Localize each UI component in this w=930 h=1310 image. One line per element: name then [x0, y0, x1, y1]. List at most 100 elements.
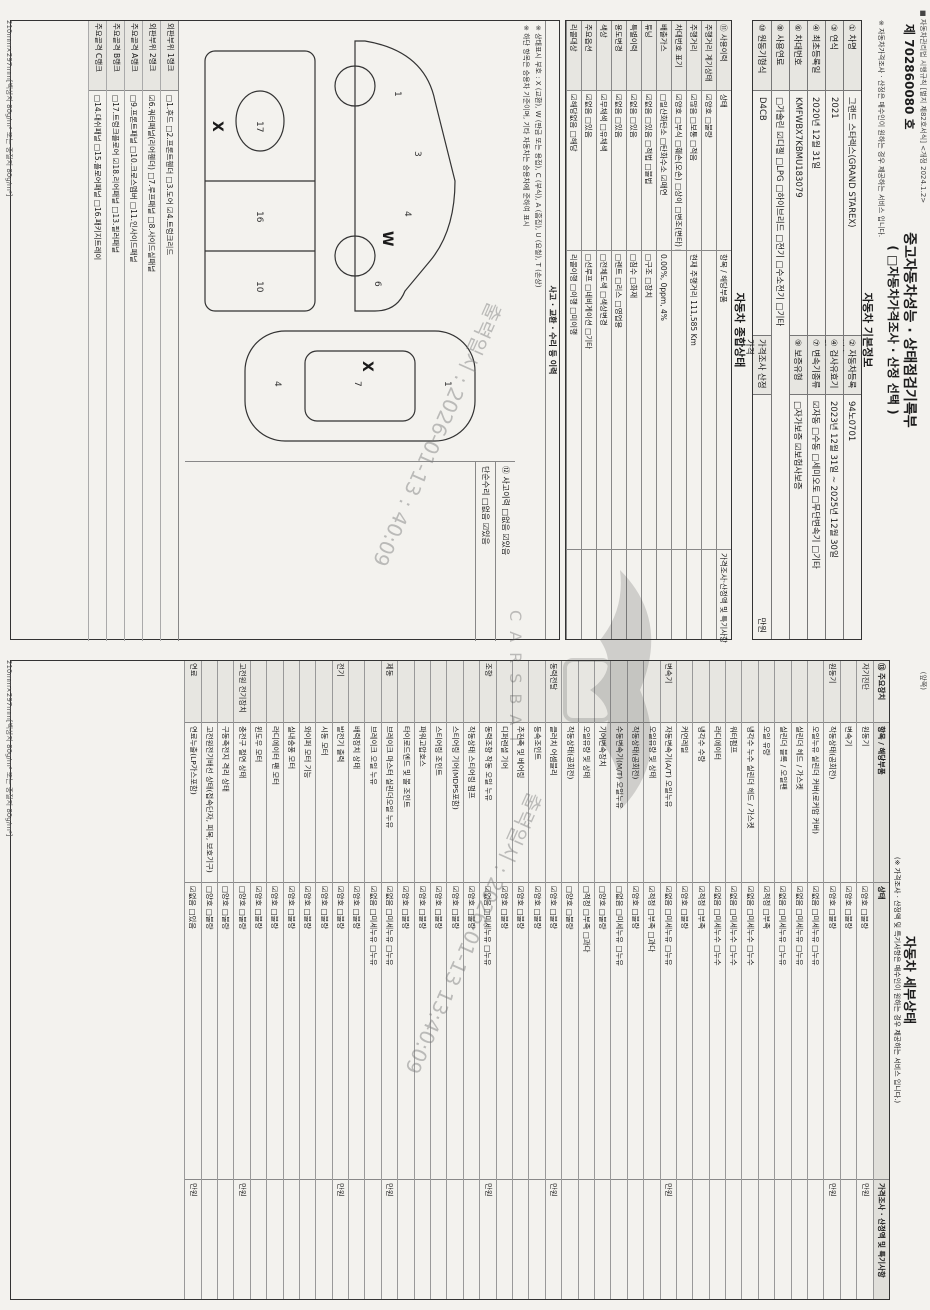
overall-row: 용도변경☑없음 □있음□렌트 □리스 □영업용 — [611, 21, 626, 639]
svg-text:17: 17 — [254, 121, 264, 132]
detail-device — [709, 661, 726, 723]
detail-row: 파워고압호스☑양호 □불량 — [413, 661, 431, 1299]
reg-value: 2020년 12월 31일 — [810, 97, 821, 170]
detail-state: ☑양호 □불량 — [303, 886, 313, 930]
watermark-logo-text: CARSBAT — [506, 610, 525, 754]
overall-row: 특별이력☑없음 □있음□침수 □화재 — [626, 21, 641, 639]
fuel-value: □가솔린 ☑디젤 □LPG □하이브리드 □전기 □수소전기 □기타 — [774, 97, 785, 327]
detail-row: 오일누유 실린더 커버(로커암 커버)☑없음 □미세누유 □누유 — [807, 661, 824, 1299]
detail-price: 만원 — [824, 1179, 840, 1299]
row-name: ① 차명 그랜드 스타렉스(GRAND STAREX) ② 자동차등록번호 94… — [834, 21, 861, 639]
detail-row: 타이로드엔드 및 볼 조인트☑양호 □불량 — [397, 661, 414, 1299]
detail-price — [283, 1179, 299, 1299]
parts-row: 주요골격 A랭크□9.프론트패널 □10.크로스멤버 □11.인사이드패널 — [124, 21, 142, 641]
detail-state: ☑없음 □있음 — [188, 886, 198, 930]
detail-part: 실내송풍 모터 — [283, 723, 299, 883]
detail-device — [267, 661, 283, 723]
detail-part: 와이퍼 모터 기능 — [299, 723, 316, 883]
overall-state: ☑해당없음 □해당 — [567, 91, 581, 251]
footer-right: 210mm×297mm[백상지 80g/m² 또는 중질지 80g/m²] — [5, 660, 13, 837]
detail-price — [578, 1179, 594, 1299]
detail-device — [431, 661, 447, 723]
overall-state: 상태 — [717, 91, 731, 251]
detail-device — [365, 661, 381, 723]
detail-part: 냉각수 수량 — [693, 723, 709, 883]
detail-state: ☑양호 □불량 — [827, 886, 837, 930]
footer-left: 210mm×297mm[백상지 80g/m² 또는 중질지 80g/m²] — [5, 20, 13, 197]
detail-price — [217, 1179, 234, 1299]
detail-part: 라디에이터 — [709, 723, 726, 883]
detail-price — [267, 1179, 283, 1299]
detail-state: □없음 □미세누유 □누유 — [614, 886, 624, 967]
car-roof — [304, 350, 416, 422]
detail-state: □양호 □불량 — [204, 886, 214, 930]
svg-text:3: 3 — [412, 151, 422, 157]
simple-repair-label: 단순수리 — [481, 466, 490, 496]
detail-row: 구동축전지 격리 상태□양호 □불량 — [216, 661, 234, 1299]
detail-note: (※ 가격조사 · 산정액 및 특기사항은 매수인이 원하는 경우 제공하는 서… — [893, 856, 901, 1104]
detail-state: □적정 □부족 □과다 — [581, 886, 591, 953]
detail-price — [791, 1179, 808, 1299]
overall-state: ☑없음 □있음 — [582, 91, 596, 251]
detail-part: 원동기 — [857, 723, 873, 883]
detail-state: ☑양호 □불량 — [335, 886, 345, 930]
price-unit: 만원 — [756, 617, 766, 633]
svg-text:1: 1 — [392, 91, 402, 97]
detail-state: ☑없음 □미세누유 □누유 — [368, 886, 378, 966]
detail-state: ☑없음 □미세누수 □누수 — [712, 886, 722, 966]
overall-price: 가격조사·산정액 및 특기사항 — [717, 549, 731, 643]
detail-price — [611, 1179, 627, 1299]
detail-part: 브레이크 오일 누유 — [365, 723, 381, 883]
detail-state: ☑양호 □불량 — [516, 886, 526, 930]
parts-rank-value: □14.대쉬패널 □15.플로어패널 □16.패키지트레이 — [93, 95, 102, 261]
detail-device: 고전원 전기장치 — [234, 661, 250, 723]
detail-price: 만원 — [545, 1179, 562, 1299]
detail-state: ☑양호 □불량 — [860, 886, 870, 930]
wheel-icon — [334, 235, 376, 277]
detail-price: 만원 — [480, 1179, 496, 1299]
detail-price — [496, 1179, 513, 1299]
detail-device: 자기진단 — [857, 661, 873, 723]
detail-column-header: ⑬ 주요장치 — [873, 661, 889, 723]
detail-row: 와이퍼 모터 기능 ☑양호 □불량 — [298, 661, 316, 1299]
detail-part: 작동상태(공회전) — [824, 723, 840, 883]
detail-device — [840, 661, 857, 723]
detail-price — [463, 1179, 480, 1299]
detail-price — [627, 1179, 644, 1299]
detail-price — [299, 1179, 316, 1299]
detail-device: 원동기 — [824, 661, 840, 723]
detail-device — [808, 661, 824, 723]
detail-state: ☑없음 □미세누유 □누유 — [663, 886, 673, 966]
parts-rank-value: □1.후드 □2.프론트휀더 □3.도어 ☑4.트렁크리드 — [165, 95, 174, 256]
overall-value: 0.00%, 0ppm, 4% — [659, 254, 669, 321]
detail-price: 만원 — [381, 1179, 398, 1299]
overall-label: 주행거리 — [687, 21, 701, 91]
detail-device — [349, 661, 365, 723]
overall-state: ☑없음 □있음 — [627, 91, 641, 251]
detail-column-header: 상태 — [876, 886, 886, 900]
detail-device — [299, 661, 316, 723]
detail-state: ☑양호 □불량 — [844, 886, 854, 930]
overall-label: 튜닝 — [642, 21, 656, 91]
overall-state: ☑많음 □보통 □적음 — [687, 91, 701, 251]
detail-part: 스티어링 기어(MDPS포함) — [447, 723, 463, 883]
detail-price — [349, 1179, 365, 1299]
detail-row: 변속기☑양호 □불량 — [839, 661, 857, 1299]
svg-text:10: 10 — [254, 281, 264, 293]
document-subtitle: ( □자동차가격조사 · 산정 선택 ) — [886, 245, 900, 415]
detail-device — [775, 661, 791, 723]
detail-device — [742, 661, 758, 723]
parts-row: 주요골격 B랭크□17.트렁크플로어 ☑18.리어패널 □13.필러패널 — [106, 21, 124, 641]
detail-part: 배력장치 상태 — [349, 723, 365, 883]
plate-value: 94노0701 — [846, 401, 857, 442]
detail-part: 작동상태 스티어링 펌프 — [463, 723, 480, 883]
detail-device — [463, 661, 480, 723]
overall-label: 배출가스 — [657, 21, 671, 91]
overall-label: 차대번호 표기 — [672, 21, 686, 91]
